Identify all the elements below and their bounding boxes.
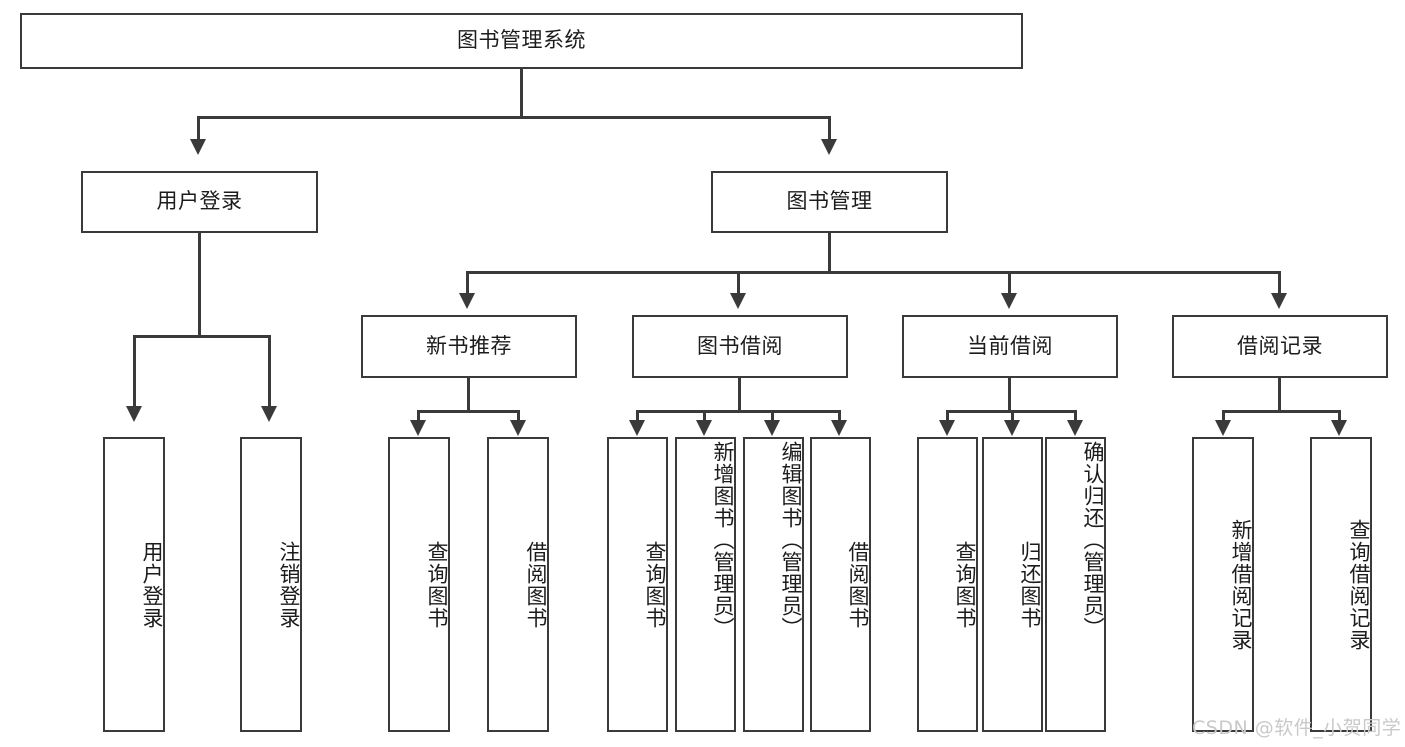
node-label: 编辑图书（管理员）	[779, 441, 803, 639]
edge-root-stem	[520, 69, 523, 118]
node-label: 借阅图书	[524, 540, 548, 629]
arrow-book-borrow-leaf-1	[629, 420, 645, 436]
arrow-user-login-leaf-1	[126, 406, 142, 422]
edge-user-login-drop-2	[268, 335, 271, 410]
edge-current-borrow-drop-3	[1074, 410, 1077, 423]
node-label: 查询图书	[643, 540, 667, 629]
edge-current-borrow-drop-1	[946, 410, 949, 423]
edge-book-borrow-drop-4	[838, 410, 841, 423]
arrow-to-book-borrow	[730, 293, 746, 309]
arrow-borrow-record-leaf-1	[1215, 420, 1231, 436]
edge-level2-bus	[197, 116, 831, 119]
edge-book-borrow-stem	[738, 378, 741, 412]
node-label: 查询图书	[953, 540, 977, 629]
leaf-current-return-book[interactable]: 归还图书	[982, 437, 1043, 732]
node-user-login[interactable]: 用户登录	[81, 171, 318, 233]
node-label: 借阅记录	[1237, 333, 1323, 358]
edge-book-borrow-bus	[636, 410, 841, 413]
edge-level3-drop-2	[737, 271, 740, 295]
edge-new-book-drop-2	[517, 410, 520, 423]
edge-borrow-record-stem	[1278, 378, 1281, 412]
edge-current-borrow-stem	[1008, 378, 1011, 412]
edge-level3-drop-3	[1008, 271, 1011, 295]
arrow-to-book-mgmt	[821, 139, 837, 155]
node-current-borrow[interactable]: 当前借阅	[902, 315, 1118, 378]
arrow-to-current-borrow	[1001, 293, 1017, 309]
node-label: 新增图书（管理员）	[711, 441, 735, 639]
edge-user-login-drop-1	[133, 335, 136, 410]
leaf-borrow-edit-book[interactable]: 编辑图书（管理员）	[743, 437, 804, 732]
node-book-borrow[interactable]: 图书借阅	[632, 315, 848, 378]
arrow-borrow-record-leaf-2	[1331, 420, 1347, 436]
arrow-to-borrow-record	[1271, 293, 1287, 309]
node-label: 注销登录	[277, 540, 301, 629]
leaf-record-add[interactable]: 新增借阅记录	[1192, 437, 1254, 732]
leaf-record-query[interactable]: 查询借阅记录	[1310, 437, 1372, 732]
node-label: 图书借阅	[697, 333, 783, 358]
node-label: 新书推荐	[426, 333, 512, 358]
edge-level2-drop-left	[197, 116, 200, 141]
edge-borrow-record-bus	[1222, 410, 1341, 413]
node-borrow-record[interactable]: 借阅记录	[1172, 315, 1388, 378]
node-label: 当前借阅	[967, 333, 1053, 358]
node-new-book-recommend[interactable]: 新书推荐	[361, 315, 577, 378]
edge-user-login-stem	[198, 233, 201, 337]
node-label: 借阅图书	[846, 540, 870, 629]
edge-level2-drop-right	[828, 116, 831, 141]
edge-level3-bus	[466, 271, 1281, 274]
arrow-book-borrow-leaf-3	[764, 420, 780, 436]
leaf-borrow-query-book[interactable]: 查询图书	[607, 437, 668, 732]
node-label: 用户登录	[156, 189, 243, 214]
edge-borrow-record-drop-2	[1338, 410, 1341, 423]
edge-book-borrow-drop-3	[771, 410, 774, 423]
arrow-to-new-book	[459, 293, 475, 309]
edge-new-book-bus	[417, 410, 520, 413]
edge-new-book-stem	[467, 378, 470, 412]
leaf-new-book-query[interactable]: 查询图书	[388, 437, 450, 732]
node-label: 查询图书	[425, 540, 449, 629]
arrow-new-book-leaf-1	[410, 420, 426, 436]
edge-user-login-bus	[133, 335, 271, 338]
leaf-borrow-add-book[interactable]: 新增图书（管理员）	[675, 437, 736, 732]
node-label: 确认归还（管理员）	[1081, 441, 1105, 639]
leaf-user-login[interactable]: 用户登录	[103, 437, 165, 732]
edge-book-borrow-drop-1	[636, 410, 639, 423]
node-label: 图书管理系统	[457, 28, 586, 53]
edge-level3-drop-1	[466, 271, 469, 295]
arrow-current-borrow-leaf-1	[939, 420, 955, 436]
arrow-book-borrow-leaf-4	[831, 420, 847, 436]
leaf-user-logout[interactable]: 注销登录	[240, 437, 302, 732]
node-label: 图书管理	[786, 189, 873, 214]
edge-borrow-record-drop-1	[1222, 410, 1225, 423]
arrow-book-borrow-leaf-2	[696, 420, 712, 436]
edge-level3-drop-4	[1278, 271, 1281, 295]
leaf-new-book-borrow[interactable]: 借阅图书	[487, 437, 549, 732]
node-label: 归还图书	[1018, 540, 1042, 629]
arrow-to-user-login	[190, 139, 206, 155]
arrow-current-borrow-leaf-2	[1004, 420, 1020, 436]
node-label: 用户登录	[140, 540, 164, 629]
edge-new-book-drop-1	[417, 410, 420, 423]
arrow-new-book-leaf-2	[510, 420, 526, 436]
node-label: 新增借阅记录	[1229, 518, 1253, 651]
edge-book-borrow-drop-2	[703, 410, 706, 423]
arrow-user-login-leaf-2	[261, 406, 277, 422]
leaf-current-query-book[interactable]: 查询图书	[917, 437, 978, 732]
node-book-management[interactable]: 图书管理	[711, 171, 948, 233]
node-root-system[interactable]: 图书管理系统	[20, 13, 1023, 69]
leaf-borrow-lend-book[interactable]: 借阅图书	[810, 437, 871, 732]
node-label: 查询借阅记录	[1347, 518, 1371, 651]
arrow-current-borrow-leaf-3	[1067, 420, 1083, 436]
leaf-current-confirm-return[interactable]: 确认归还（管理员）	[1045, 437, 1106, 732]
edge-book-mgmt-stem	[828, 233, 831, 273]
csdn-watermark: CSDN @软件_小贺同学	[1192, 717, 1402, 739]
edge-current-borrow-drop-2	[1011, 410, 1014, 423]
